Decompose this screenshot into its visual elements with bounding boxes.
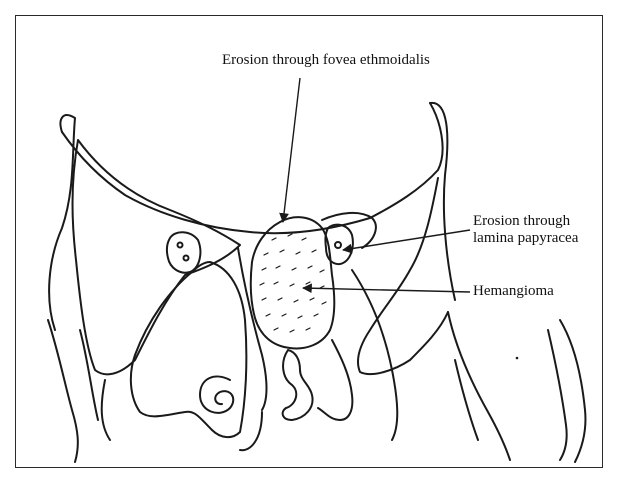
right-zygoma-outline: [448, 312, 510, 460]
left-middle-turbinate: [200, 376, 233, 412]
left-maxillary-sinus: [131, 262, 247, 437]
orbital-roof-outline: [62, 103, 443, 233]
hemangioma-arrow: [303, 288, 470, 292]
right-maxillary-sinus: [318, 340, 352, 420]
label-fovea-ethmoidalis: Erosion through fovea ethmoidalis: [222, 52, 430, 69]
left-medial-orbital-wall: [238, 248, 267, 410]
right-ethmoid-turbinate: [283, 350, 313, 420]
fovea-arrow: [283, 78, 300, 222]
left-orbit-outline: [73, 140, 241, 374]
right-island-dot: [335, 242, 341, 248]
left-lower-maxilla: [48, 320, 78, 462]
left-island-dot-1: [178, 243, 183, 248]
label-lamina-line-2: lamina papyracea: [473, 230, 578, 247]
right-orbit-outline: [358, 178, 448, 374]
left-island-dot-2: [184, 256, 189, 261]
hemangioma-stipple: [260, 234, 326, 332]
lamina-arrow: [343, 230, 470, 250]
label-hemangioma: Hemangioma: [473, 283, 554, 300]
label-lamina-papyracea: Erosion through lamina papyracea: [473, 213, 578, 247]
left-nasal-floor: [102, 380, 110, 440]
right-lower-maxilla-inner: [548, 330, 567, 460]
right-zygoma-inner: [455, 360, 478, 440]
right-lower-maxilla: [560, 320, 585, 462]
left-lower-maxilla-inner: [80, 330, 98, 420]
left-orbit-island: [167, 232, 200, 272]
left-skull-wall: [49, 115, 75, 330]
speck-mark: [516, 357, 519, 360]
label-lamina-line-1: Erosion through: [473, 213, 578, 230]
